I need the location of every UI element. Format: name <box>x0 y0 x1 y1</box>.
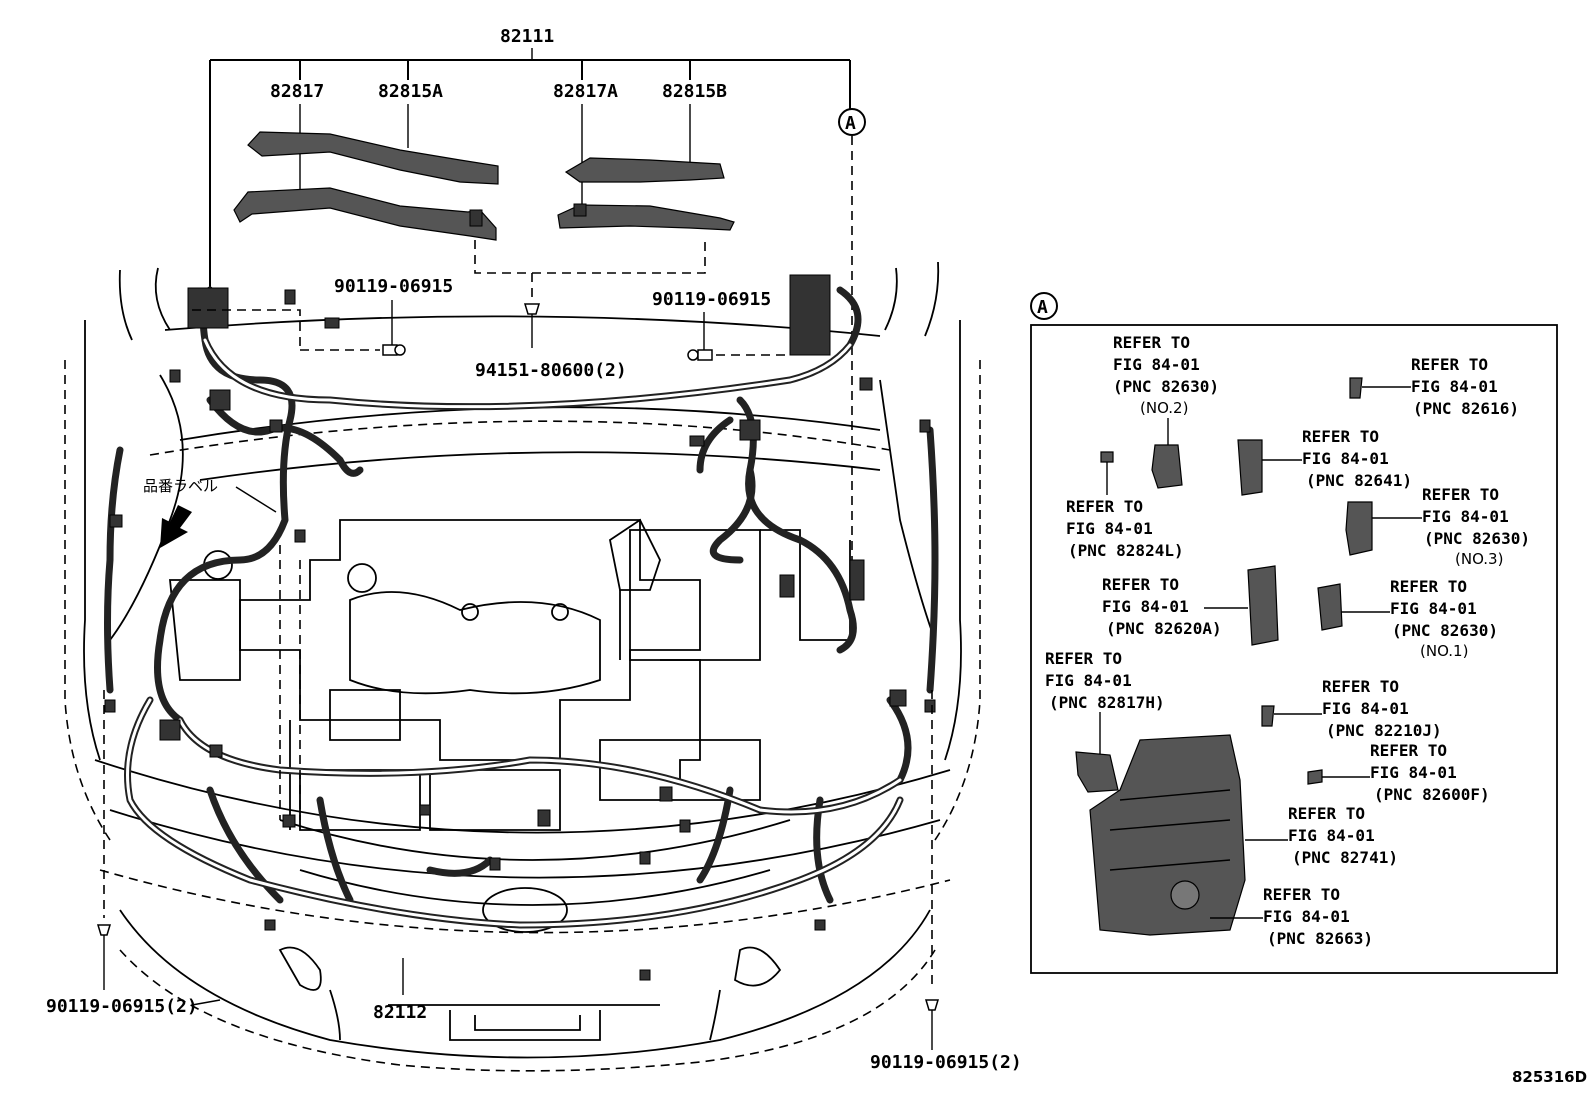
part-label-82111: 82111 <box>500 26 554 47</box>
svg-text:REFER TO: REFER TO <box>1390 577 1467 596</box>
svg-text:(PNC 82663): (PNC 82663) <box>1267 929 1373 948</box>
svg-text:(PNC 82641): (PNC 82641) <box>1306 471 1412 490</box>
engine-room-harness <box>104 286 939 929</box>
svg-text:(PNC 82616): (PNC 82616) <box>1413 399 1519 418</box>
svg-text:REFER TO: REFER TO <box>1370 741 1447 760</box>
svg-text:(NO.1): (NO.1) <box>1420 642 1468 660</box>
svg-text:(PNC 82824L): (PNC 82824L) <box>1068 541 1184 560</box>
ref-82630-no1: REFER TO FIG 84-01 (PNC 82630) (NO.1) <box>1317 577 1498 660</box>
diagram-id: 825316D <box>1512 1068 1587 1086</box>
clip-94151 <box>523 303 541 348</box>
svg-text:REFER TO: REFER TO <box>1422 485 1499 504</box>
part-label-94151: 94151-80600(2) <box>475 360 627 381</box>
svg-text:FIG 84-01: FIG 84-01 <box>1370 763 1457 782</box>
ref-82600F: REFER TO FIG 84-01 (PNC 82600F) <box>1307 741 1490 804</box>
svg-text:(PNC 82741): (PNC 82741) <box>1292 848 1398 867</box>
protector-82817 <box>233 187 497 241</box>
clip-right-icon <box>687 349 713 361</box>
svg-text:FIG 84-01: FIG 84-01 <box>1066 519 1153 538</box>
svg-text:(NO.3): (NO.3) <box>1455 550 1503 568</box>
part-label-82815A: 82815A <box>378 81 443 102</box>
vehicle-body-outline <box>64 261 981 1072</box>
part-label-82815B: 82815B <box>662 81 727 102</box>
svg-text:REFER TO: REFER TO <box>1322 677 1399 696</box>
clip-bottom-left-icon <box>96 924 112 990</box>
svg-text:(PNC 82630): (PNC 82630) <box>1113 377 1219 396</box>
ref-82641: REFER TO FIG 84-01 (PNC 82641) <box>1237 427 1412 496</box>
svg-text:FIG 84-01: FIG 84-01 <box>1390 599 1477 618</box>
part-label-clip-bottom-right: 90119-06915(2) <box>870 1052 1022 1073</box>
ref-82630-no3: REFER TO FIG 84-01 (PNC 82630) (NO.3) <box>1345 485 1530 568</box>
ref-82620A: REFER TO FIG 84-01 (PNC 82620A) <box>1102 565 1279 646</box>
part-label-82817A: 82817A <box>553 81 618 102</box>
svg-text:A: A <box>845 113 856 134</box>
protector-82815A <box>247 131 499 185</box>
svg-text:(NO.2): (NO.2) <box>1140 399 1188 417</box>
protector-82817A <box>557 203 735 231</box>
svg-text:(PNC 82210J): (PNC 82210J) <box>1326 721 1442 740</box>
svg-text:REFER TO: REFER TO <box>1066 497 1143 516</box>
svg-text:FIG 84-01: FIG 84-01 <box>1045 671 1132 690</box>
svg-text:FIG 84-01: FIG 84-01 <box>1288 826 1375 845</box>
engine-components <box>169 518 851 831</box>
svg-text:(PNC 82630): (PNC 82630) <box>1392 621 1498 640</box>
part-label-clip-right: 90119-06915 <box>652 289 771 310</box>
callout-82111: 82111 <box>209 26 851 290</box>
svg-text:REFER TO: REFER TO <box>1302 427 1379 446</box>
relay-block <box>1089 734 1246 936</box>
svg-text:FIG 84-01: FIG 84-01 <box>1302 449 1389 468</box>
detail-box-a: A REFER TO FIG 84-01 (PNC 82630) (NO.2) … <box>1030 292 1558 974</box>
svg-text:A: A <box>1037 297 1048 318</box>
protector-82815B <box>564 157 725 183</box>
harness-connectors <box>104 274 936 981</box>
ref-82817H: REFER TO FIG 84-01 (PNC 82817H) <box>1045 649 1165 793</box>
ref-82824L: REFER TO FIG 84-01 (PNC 82824L) <box>1066 451 1184 560</box>
svg-text:(PNC 82620A): (PNC 82620A) <box>1106 619 1222 638</box>
clip-bottom-right-icon <box>924 999 940 1050</box>
svg-text:FIG 84-01: FIG 84-01 <box>1422 507 1509 526</box>
ref-82663: REFER TO FIG 84-01 (PNC 82663) <box>1210 885 1373 948</box>
svg-text:(PNC 82600F): (PNC 82600F) <box>1374 785 1490 804</box>
svg-text:REFER TO: REFER TO <box>1113 333 1190 352</box>
svg-text:REFER TO: REFER TO <box>1411 355 1488 374</box>
ref-82210J: REFER TO FIG 84-01 (PNC 82210J) <box>1261 677 1442 740</box>
svg-text:REFER TO: REFER TO <box>1102 575 1179 594</box>
part-label-82112: 82112 <box>373 1002 427 1023</box>
circle-a-marker: A <box>838 108 866 570</box>
ref-82616: REFER TO FIG 84-01 (PNC 82616) <box>1349 355 1519 418</box>
svg-text:REFER TO: REFER TO <box>1045 649 1122 668</box>
part-label-82817: 82817 <box>270 81 324 102</box>
svg-text:FIG 84-01: FIG 84-01 <box>1113 355 1200 374</box>
label-arrow-icon <box>160 505 192 548</box>
svg-text:(PNC 82817H): (PNC 82817H) <box>1049 693 1165 712</box>
clip-left-icon <box>382 344 406 356</box>
part-label-clip-bottom-left: 90119-06915(2) <box>46 996 198 1017</box>
ref-82630-no2: REFER TO FIG 84-01 (PNC 82630) (NO.2) <box>1113 333 1219 489</box>
svg-text:FIG 84-01: FIG 84-01 <box>1322 699 1409 718</box>
ref-82741: REFER TO FIG 84-01 (PNC 82741) <box>1245 804 1398 867</box>
svg-text:FIG 84-01: FIG 84-01 <box>1411 377 1498 396</box>
svg-text:FIG 84-01: FIG 84-01 <box>1263 907 1350 926</box>
svg-text:FIG 84-01: FIG 84-01 <box>1102 597 1189 616</box>
svg-text:REFER TO: REFER TO <box>1263 885 1340 904</box>
label-jp-part-number: 品番ラベル <box>143 477 218 495</box>
svg-text:(PNC 82630): (PNC 82630) <box>1424 529 1530 548</box>
svg-text:REFER TO: REFER TO <box>1288 804 1365 823</box>
part-label-clip-left: 90119-06915 <box>334 276 453 297</box>
